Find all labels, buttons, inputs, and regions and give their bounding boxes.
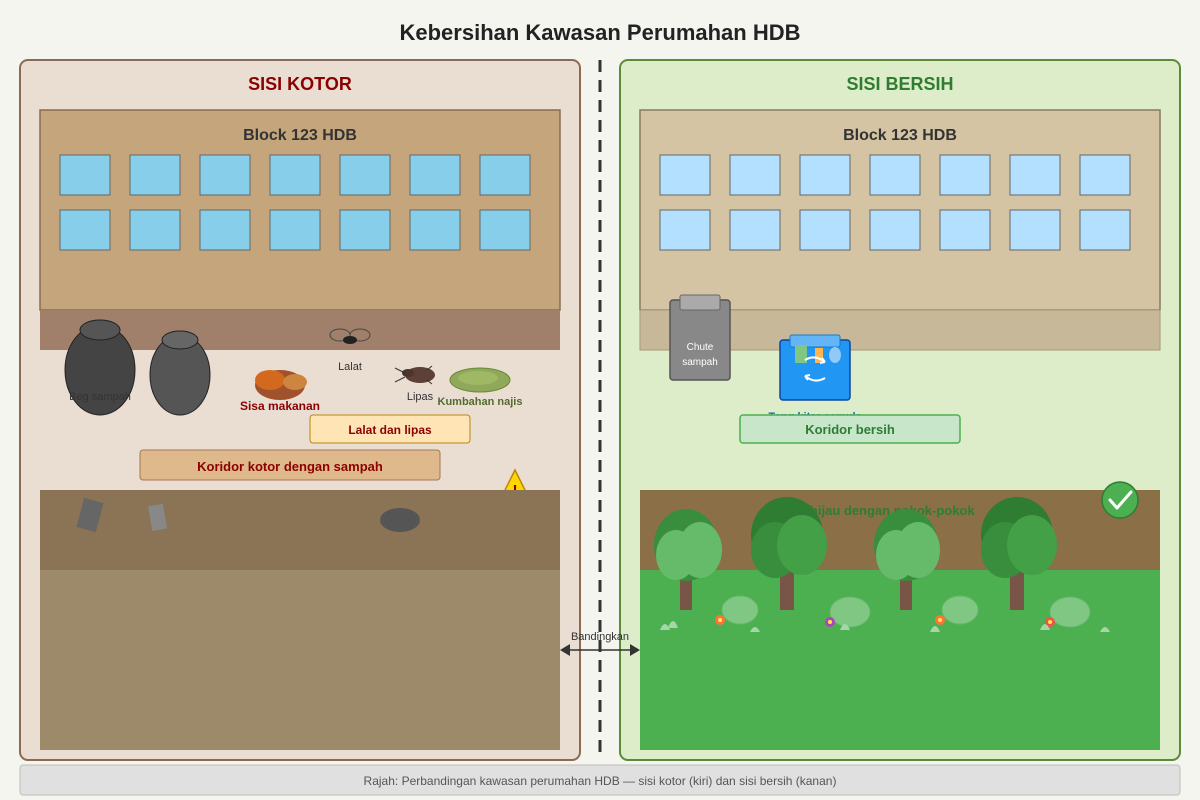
food-waste-label: Sisa makanan — [240, 399, 320, 413]
litter-can-icon — [76, 497, 104, 533]
tree-icon — [751, 497, 827, 610]
compare-arrow: Bandingkan — [560, 631, 640, 656]
bush-icon — [829, 596, 871, 628]
tree-icon — [654, 509, 722, 610]
flower-icon — [1045, 617, 1055, 627]
garden-label: Taman hijau dengan pokok-pokok — [765, 503, 975, 518]
cockroach-icon — [394, 365, 435, 385]
trash-bag-label: Beg sampah — [69, 391, 131, 403]
trash-bag-icon — [64, 319, 136, 416]
green-garden: Taman hijau dengan pokok-pokok — [640, 490, 1160, 750]
chute-label-line2: sampah — [682, 357, 718, 368]
clean-building-windows — [659, 154, 1131, 251]
dirty-ground — [40, 490, 560, 750]
caption-text: Rajah: Perbandingan kawasan perumahan HD… — [364, 774, 837, 788]
dirty-corridor-tag: Koridor kotor dengan sampah — [139, 449, 441, 481]
flower-icon — [935, 615, 945, 625]
trash-bag-icon — [149, 330, 211, 416]
dirty-side-panel: SISI KOTOR Block 123 HDB Beg sampah — [19, 59, 581, 761]
grass-tufts — [660, 621, 1110, 632]
tree-icon — [874, 509, 940, 610]
clean-block-name: Block 123 HDB — [843, 127, 957, 144]
recycle-item-icon — [795, 345, 807, 363]
chute-label-line1: Chute — [687, 342, 714, 353]
rubbish-chute-icon: Chute sampah — [669, 294, 731, 381]
clean-side-panel: SISI BERSIH Block 123 HDB Chute sampah — [619, 59, 1181, 761]
litter-bottle-icon — [148, 503, 168, 532]
caption-bar: Rajah: Perbandingan kawasan perumahan HD… — [19, 764, 1181, 796]
tree-icon — [981, 497, 1057, 610]
dirty-block-name: Block 123 HDB — [243, 127, 357, 144]
dirty-side-heading: SISI KOTOR — [248, 74, 352, 94]
flower-icon — [715, 615, 725, 625]
dirty-building: Block 123 HDB — [39, 109, 561, 350]
recycle-item-icon — [815, 348, 823, 363]
sewage-label: Kumbahan najis — [438, 396, 523, 408]
clean-corridor-tag: Koridor bersih — [739, 414, 961, 444]
checkmark-icon — [1101, 481, 1139, 519]
diagram-title: Kebersihan Kawasan Perumahan HDB — [399, 20, 800, 45]
bush-icon — [721, 595, 759, 625]
compare-label: Bandingkan — [571, 631, 629, 643]
pests-tag: Lalat dan lipas — [309, 414, 471, 444]
flies-label: Lalat — [338, 361, 362, 373]
litter-bag-icon — [380, 508, 420, 532]
fly-icon — [329, 328, 371, 344]
dirty-corridor-tag-label: Koridor kotor dengan sampah — [197, 459, 383, 474]
pests-tag-label: Lalat dan lipas — [348, 423, 432, 437]
sewage-puddle-icon — [449, 367, 511, 393]
cockroach-label: Lipas — [407, 391, 434, 403]
clean-corridor-tag-label: Koridor bersih — [805, 422, 895, 437]
clean-side-heading: SISI BERSIH — [846, 74, 953, 94]
bush-icon — [1049, 596, 1091, 628]
bush-icon — [941, 595, 979, 625]
food-waste-icon — [255, 370, 307, 400]
recycle-item-icon — [829, 347, 841, 363]
dirty-building-windows — [59, 154, 531, 251]
clean-building: Block 123 HDB — [639, 109, 1161, 351]
recycle-bin-icon — [779, 334, 851, 401]
flower-icon — [825, 617, 835, 627]
